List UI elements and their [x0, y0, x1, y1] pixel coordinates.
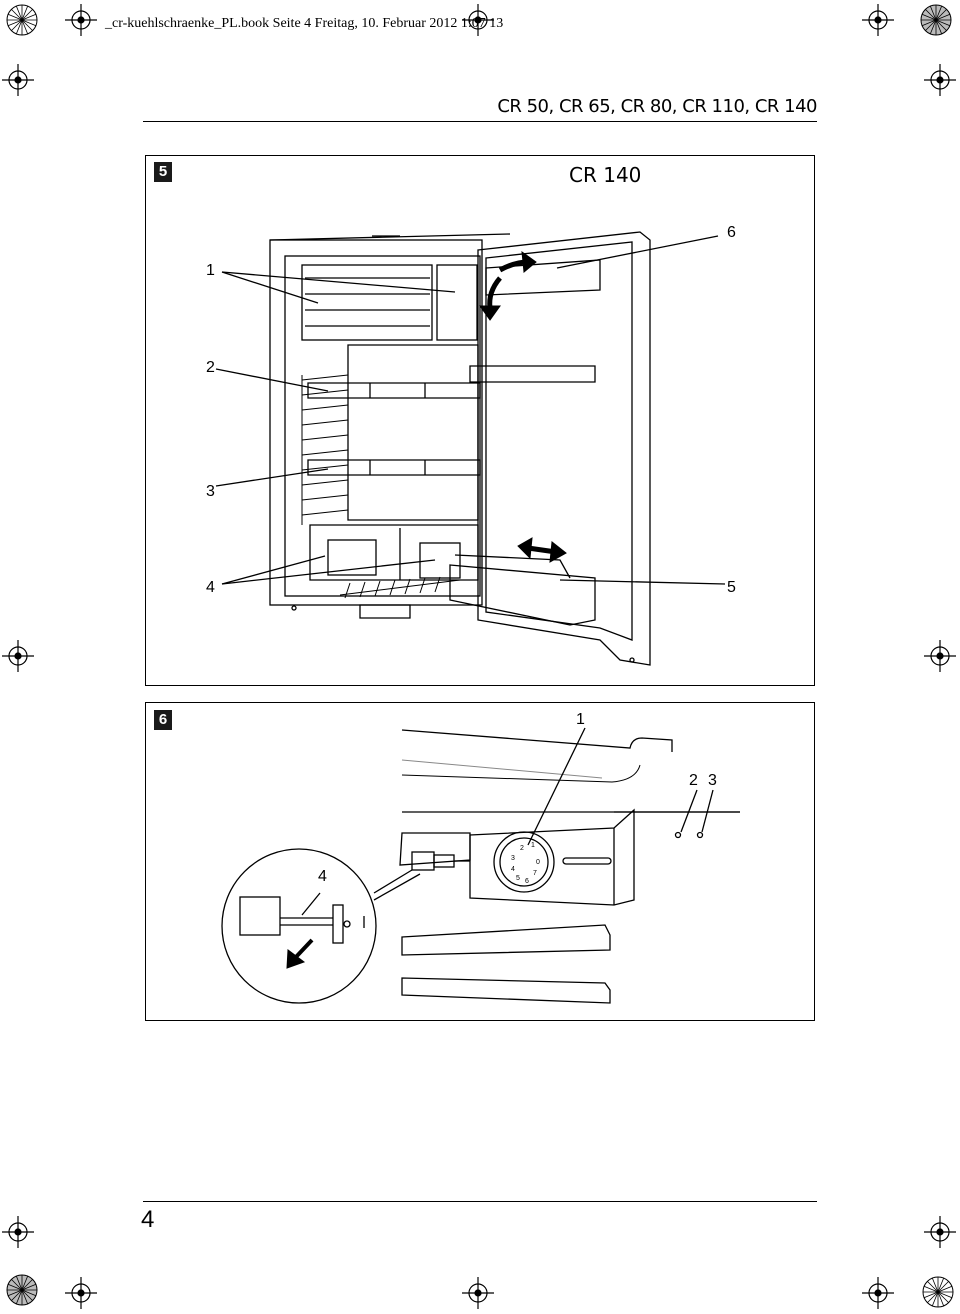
- figure-5-model: CR 140: [569, 163, 642, 187]
- crosshair-mark: [65, 4, 97, 36]
- fig6-callout-3: 3: [708, 772, 717, 789]
- crosshair-mark: [924, 1216, 956, 1248]
- fig5-callout-4: 4: [206, 579, 215, 596]
- title-underline: [143, 121, 817, 122]
- book-info-header: _cr-kuehlschraenke_PL.book Seite 4 Freit…: [105, 16, 504, 31]
- fig5-callout-2: 2: [206, 359, 215, 376]
- star-target-mark: [920, 4, 952, 36]
- crosshair-mark: [924, 640, 956, 672]
- figure-6-number: 6: [154, 710, 172, 730]
- crosshair-mark: [65, 1277, 97, 1309]
- fig6-callout-4: 4: [318, 868, 327, 885]
- fig6-callout-1: 1: [576, 711, 585, 728]
- star-target-mark: [922, 1276, 954, 1308]
- fig5-callout-5: 5: [727, 579, 736, 596]
- fig6-callout-2: 2: [689, 772, 698, 789]
- model-list-title: CR 50, CR 65, CR 80, CR 110, CR 140: [497, 96, 817, 117]
- page-number: 4: [141, 1206, 155, 1233]
- crosshair-mark: [924, 64, 956, 96]
- star-target-mark: [6, 4, 38, 36]
- fig5-callout-1: 1: [206, 262, 215, 279]
- figure-5-number: 5: [154, 162, 172, 182]
- crosshair-mark: [2, 640, 34, 672]
- fig5-callout-6: 6: [727, 224, 736, 241]
- crosshair-mark: [2, 64, 34, 96]
- star-target-mark: [6, 1274, 38, 1306]
- crosshair-mark: [862, 1277, 894, 1309]
- footer-rule: [143, 1201, 817, 1202]
- crosshair-mark: [862, 4, 894, 36]
- crosshair-mark: [2, 1216, 34, 1248]
- fig5-callout-3: 3: [206, 483, 215, 500]
- figure-5-panel: [145, 155, 815, 686]
- crosshair-mark: [462, 1277, 494, 1309]
- figure-6-panel: [145, 702, 815, 1021]
